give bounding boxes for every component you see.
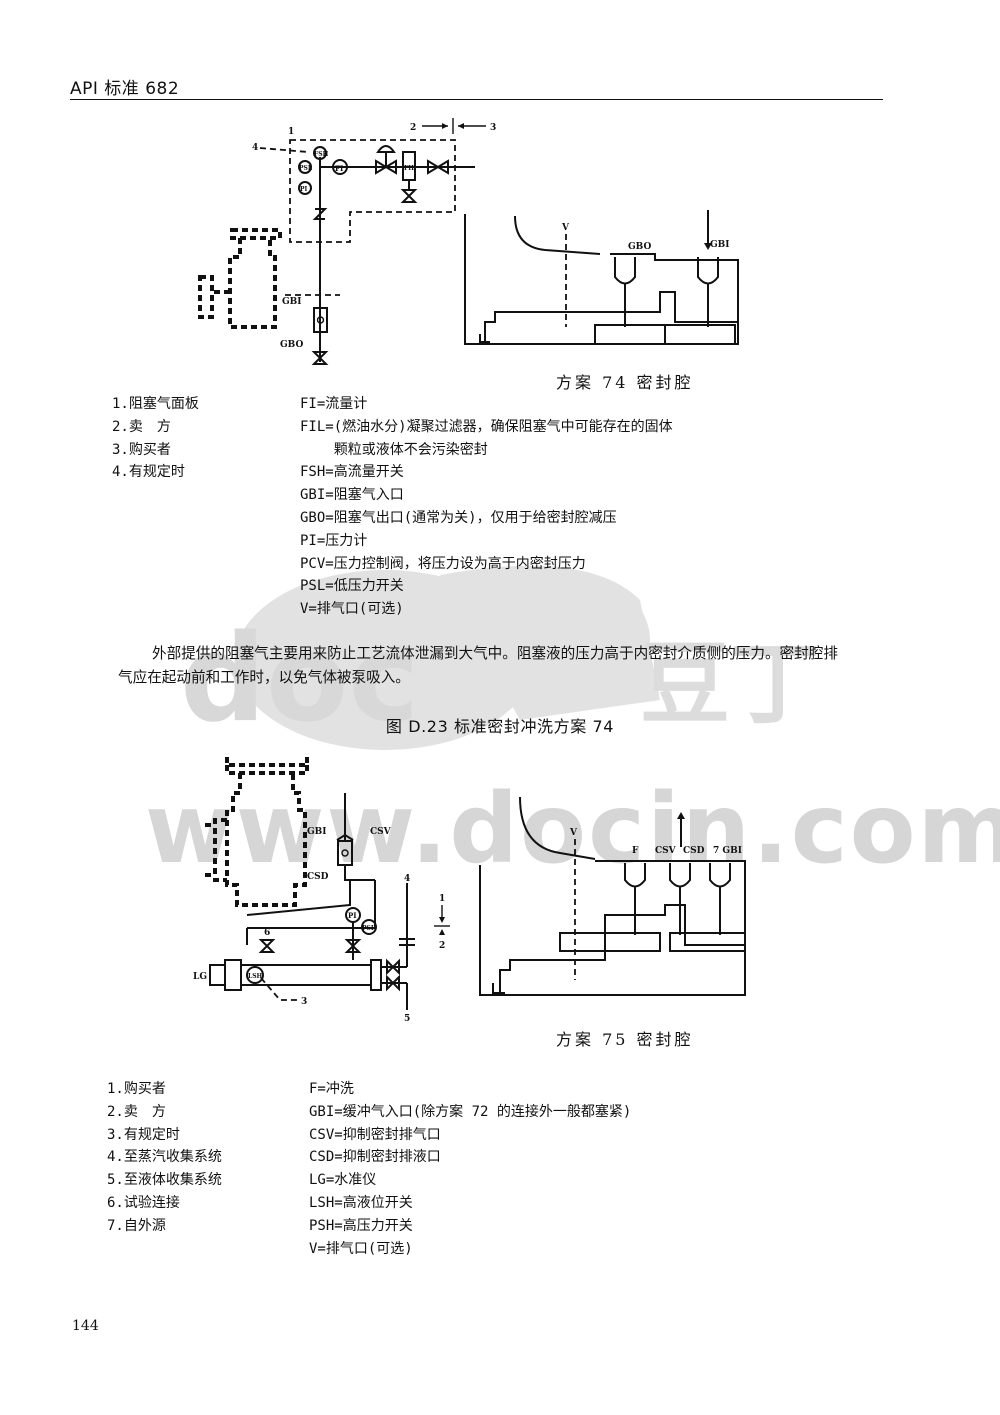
legend-item: 3.购买者 [112,441,171,458]
legend-item: PSL=低压力开关 [300,578,404,595]
legend-item: FI=流量计 [300,396,368,412]
legend-item: V=排气口(可选) [300,601,404,618]
fig1-label-4: 4 [252,143,258,153]
legend-item: PI=压力计 [300,532,368,549]
fig2-csd-right: CSD [683,846,705,856]
body-paragraph: 外部提供的阻塞气主要用来防止工艺流体泄漏到大气中。阻塞液的压力高于内密封介质侧的… [118,645,838,686]
legend-item: 4.至蒸汽收集系统 [107,1149,222,1166]
legend-item: FSH=高流量开关 [300,464,404,481]
header-rule [70,99,883,100]
figure2-left-legend: 1.购买者 2.卖 方 3.有规定时 4.至蒸汽收集系统 5.至液体收集系统 6… [107,1078,222,1238]
fig1-pi: PI [300,186,308,193]
fig1-gbi: GBI [282,297,302,307]
legend-item: LSH=高液位开关 [309,1194,413,1211]
fig2-label-1: 1 [439,894,445,904]
legend-item: 1.阻塞气面板 [112,396,199,412]
legend-item: V=排气口(可选) [309,1240,413,1257]
fig1-psl: PSL [299,165,313,172]
legend-item: 3.有规定时 [107,1126,180,1143]
legend-item: CSD=抑制密封排液口 [309,1149,441,1166]
fig2-csd: CSD [307,872,329,882]
fig2-csv: CSV [370,827,392,837]
figure1-caption: 方案 74 密封腔 [556,373,694,392]
page-number: 144 [72,1318,99,1334]
figure2-right-legend: F=冲洗 GBI=缓冲气入口(除方案 72 的连接外一般都塞紧) CSV=抑制密… [309,1078,631,1260]
fig2-lg: LG [193,972,207,982]
legend-item: 1.购买者 [107,1081,166,1097]
fig1-label-2: 2 [410,123,416,133]
legend-item: CSV=抑制密封排气口 [309,1126,441,1143]
fig1-fi: FI [335,164,343,173]
fig1-gbo-right: GBO [628,242,651,252]
figure2-diagram: GBI CSV CSD PI PSH 6 LG LSH 3 [185,755,755,1025]
fig1-fil: FIL [404,165,416,172]
legend-item: GBI=缓冲气入口(除方案 72 的连接外一般都塞紧) [309,1103,632,1120]
legend-item: PCV=压力控制阀，将压力设为高于内密封压力 [300,555,586,572]
legend-item: 2.卖 方 [112,418,171,435]
legend-item: 4.有规定时 [112,464,185,481]
figure-title: 图 D.23 标准密封冲洗方案 74 [385,717,615,736]
figure1-left-legend: 1.阻塞气面板 2.卖 方 3.购买者 4.有规定时 [112,393,199,484]
figure1-diagram: 2 3 1 4 FSH PSL PI FI FIL [190,112,750,377]
fig2-csv-right: CSV [655,846,677,856]
fig2-psh: PSH [362,925,377,932]
page-header: API 标准 682 [70,79,180,99]
fig2-gbi: GBI [307,827,327,837]
fig2-lsh: LSH [248,973,263,980]
fig2-label-4: 4 [404,874,410,884]
fig1-label-3: 3 [490,123,496,133]
fig1-gbo: GBO [280,340,303,350]
legend-item: 5.至液体收集系统 [107,1172,222,1189]
fig2-f: F [632,846,639,856]
legend-item: 颗粒或液体不会污染密封 [300,441,488,458]
fig1-gbi-right: GBI [710,240,730,250]
legend-item: GBI=阻塞气入口 [300,487,404,504]
fig2-label-3: 3 [301,997,307,1007]
fig2-label-2: 2 [439,941,445,951]
legend-item: GBO=阻塞气出口(通常为关)，仅用于给密封腔减压 [300,509,617,526]
fig1-fsh: FSH [314,151,329,158]
fig2-7-gbi: 7 GBI [713,846,742,856]
legend-item: F=冲洗 [309,1081,354,1097]
fig1-v: V [561,223,570,233]
legend-item: LG=水准仪 [309,1172,377,1189]
fig2-label-6: 6 [264,928,270,938]
legend-item: 6.试验连接 [107,1194,180,1211]
figure1-right-legend: FI=流量计 FIL=(燃油水分)凝聚过滤器，确保阻塞气中可能存在的固体 颗粒或… [300,393,673,621]
legend-item: 7.自外源 [107,1217,166,1234]
fig2-v: V [569,828,578,838]
legend-item: PSH=高压力开关 [309,1217,413,1234]
fig2-pi: PI [348,911,357,920]
fig2-label-5: 5 [404,1014,410,1024]
legend-item: 2.卖 方 [107,1103,166,1120]
legend-item: FIL=(燃油水分)凝聚过滤器，确保阻塞气中可能存在的固体 [300,418,673,435]
figure2-caption: 方案 75 密封腔 [556,1030,694,1049]
fig1-label-1: 1 [288,127,294,137]
